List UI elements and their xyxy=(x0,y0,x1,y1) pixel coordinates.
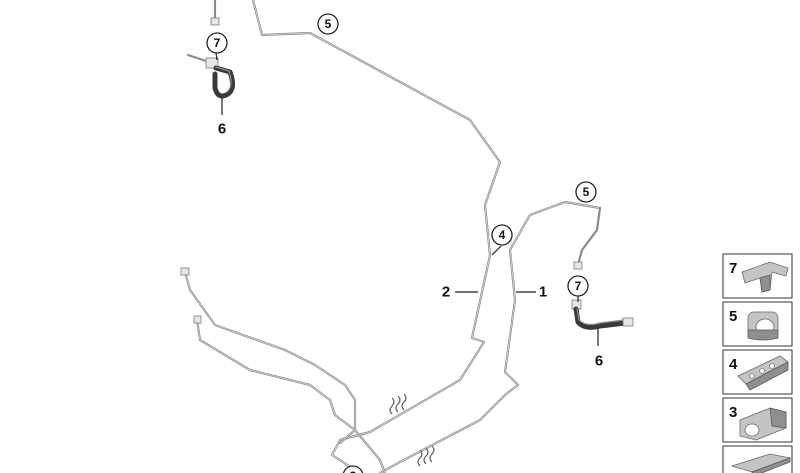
pipe-clip-icon xyxy=(747,311,779,341)
callout-4-text: 4 xyxy=(499,228,506,242)
legend-item-5-number: 5 xyxy=(729,308,737,325)
legend-item-3[interactable]: 3 xyxy=(722,397,793,443)
label-6-right-text: 6 xyxy=(595,353,603,370)
leader-lines xyxy=(215,52,599,346)
brake-hose-left xyxy=(186,53,236,99)
legend-item-foam-strip[interactable] xyxy=(722,445,793,473)
label-2[interactable]: 2 xyxy=(442,284,450,301)
brake-pipe-1 xyxy=(378,200,602,473)
parts-legend: 7 5 4 xyxy=(722,253,793,473)
label-6-left-text: 6 xyxy=(218,121,226,138)
callout-4[interactable]: 4 xyxy=(491,224,513,246)
brake-pipe-2 xyxy=(251,0,502,473)
pipe-fitting xyxy=(210,17,220,26)
hose-fitting xyxy=(205,57,219,69)
legend-item-7-number: 7 xyxy=(729,260,737,277)
pipe-fitting xyxy=(573,261,583,270)
callout-7-right[interactable]: 7 xyxy=(567,275,589,297)
callout-5-top[interactable]: 5 xyxy=(317,13,339,35)
pipe-stub-top-left xyxy=(210,0,220,26)
callout-3-bottom[interactable]: 3 xyxy=(342,465,364,473)
callout-5-right-text: 5 xyxy=(583,185,590,199)
callout-7-right-text: 7 xyxy=(575,279,582,293)
rear-brake-pipes xyxy=(180,267,387,473)
callout-5-top-text: 5 xyxy=(325,17,332,31)
legend-item-4-number: 4 xyxy=(729,356,738,373)
legend-item-4[interactable]: 4 xyxy=(722,349,793,395)
multi-pipe-holder-icon xyxy=(737,355,789,391)
callout-5-right[interactable]: 5 xyxy=(575,181,597,203)
callout-7-left-text: 7 xyxy=(214,36,221,50)
brake-hose-right xyxy=(571,299,634,330)
callout-7-left[interactable]: 7 xyxy=(206,32,228,54)
label-1[interactable]: 1 xyxy=(539,284,547,301)
legend-item-7[interactable]: 7 xyxy=(722,253,793,299)
legend-item-3-number: 3 xyxy=(729,404,737,421)
hose-fitting xyxy=(622,317,634,327)
bracket-clip-icon xyxy=(741,261,789,293)
label-6-left[interactable]: 6 xyxy=(218,121,226,138)
foam-strip-icon xyxy=(730,453,792,473)
legend-item-5[interactable]: 5 xyxy=(722,301,793,347)
double-pipe-clip-icon xyxy=(739,407,787,441)
pipe-fitting xyxy=(193,315,202,324)
break-marks xyxy=(389,393,435,467)
label-2-text: 2 xyxy=(442,284,450,301)
callout-3-bottom-text: 3 xyxy=(350,469,357,473)
label-6-right[interactable]: 6 xyxy=(595,353,603,370)
label-1-text: 1 xyxy=(539,284,547,301)
pipe-fitting xyxy=(180,267,190,276)
